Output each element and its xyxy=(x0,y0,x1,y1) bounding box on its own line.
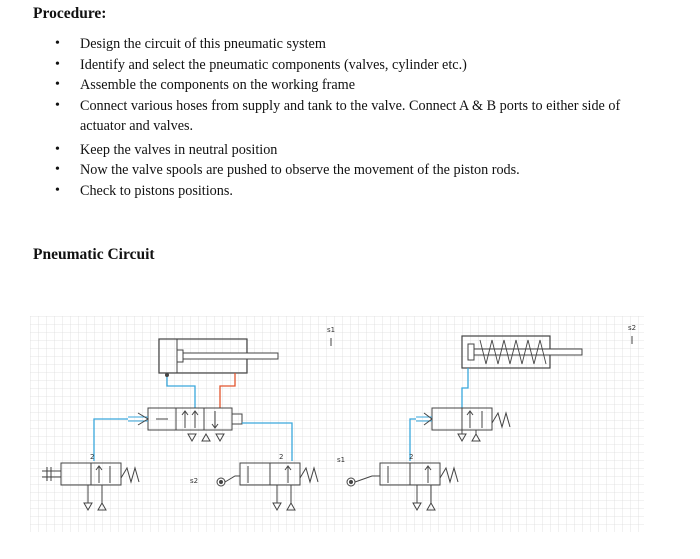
procedure-step: Assemble the components on the working f… xyxy=(55,75,655,96)
pilot-hose xyxy=(242,422,293,461)
circuit-heading: Pneumatic Circuit xyxy=(33,246,155,263)
valve-port xyxy=(461,430,477,434)
sensor-label-s1: s1 xyxy=(337,456,345,464)
pneumatic-circuit-diagram: 2 s2 2 s1 s2 s1 xyxy=(30,316,644,532)
single-acting-cylinder xyxy=(461,335,583,369)
procedure-steps: Design the circuit of this pneumatic sys… xyxy=(55,34,655,201)
right-directional-valve xyxy=(416,407,511,431)
valve-port xyxy=(87,485,103,503)
procedure-step: Identify and select the pneumatic compon… xyxy=(55,55,655,76)
pilot-hose xyxy=(93,418,128,461)
valve-port xyxy=(276,485,292,503)
roller-valve-s1: 2 xyxy=(346,453,459,487)
procedure-step: Connect various hoses from supply and ta… xyxy=(55,96,655,137)
cylinder-hose xyxy=(461,368,469,408)
valve-port xyxy=(416,485,432,503)
sensor-label-s1: s1 xyxy=(327,326,335,334)
port-label: 2 xyxy=(279,453,283,461)
port-label: 2 xyxy=(90,453,94,461)
cylinder-hoses xyxy=(165,373,236,408)
procedure-step: Keep the valves in neutral position xyxy=(55,140,655,161)
main-directional-valve xyxy=(128,407,243,431)
pilot-hose xyxy=(409,418,416,461)
port-label: 2 xyxy=(409,453,413,461)
sensor-label-s2: s2 xyxy=(628,324,636,332)
procedure-step: Now the valve spools are pushed to obser… xyxy=(55,160,655,181)
procedure-step: Check to pistons positions. xyxy=(55,181,655,202)
grid-background xyxy=(30,316,644,532)
roller-valve-s2: 2 xyxy=(216,453,319,487)
procedure-heading: Procedure: xyxy=(33,5,107,22)
double-acting-cylinder xyxy=(158,338,279,374)
push-button-valve: 2 xyxy=(42,453,140,486)
sensor-label-s2: s2 xyxy=(190,477,198,485)
procedure-step: Design the circuit of this pneumatic sys… xyxy=(55,34,655,55)
